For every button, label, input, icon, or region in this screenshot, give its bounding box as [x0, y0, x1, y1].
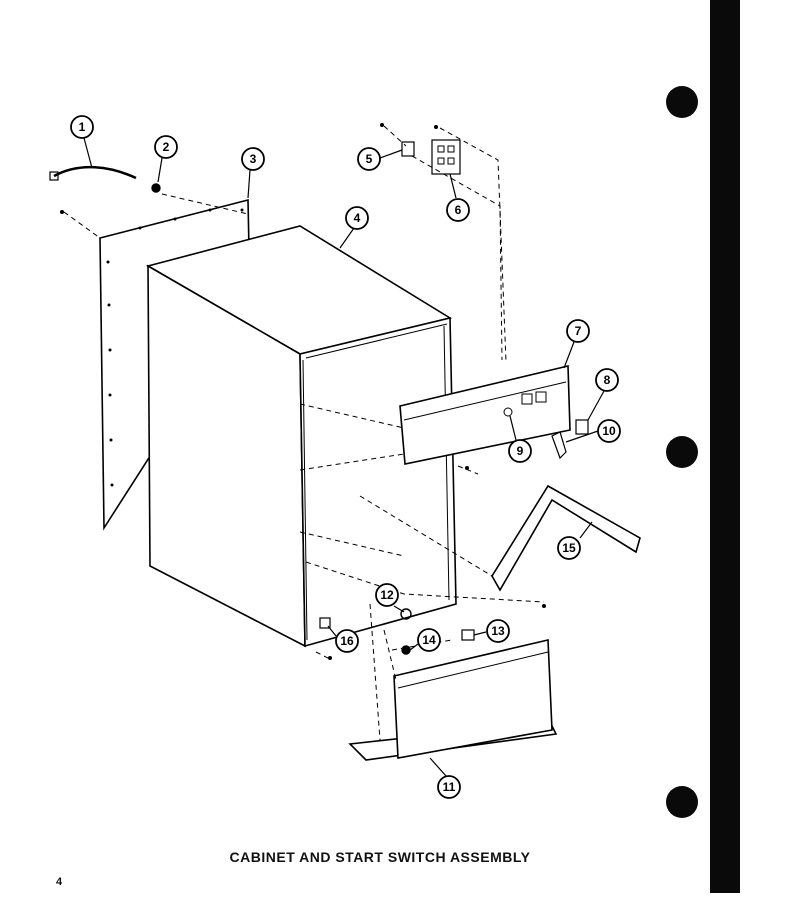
callout-15: 15: [557, 521, 593, 560]
callout-10: 10: [565, 419, 621, 443]
callout-3: 3: [241, 147, 265, 199]
cabinet-side: [299, 316, 457, 648]
switch-part-6: [431, 139, 461, 175]
svg-text:3: 3: [250, 152, 257, 166]
page-number: 4: [56, 876, 63, 888]
bracket-part-15: [491, 484, 641, 592]
svg-text:12: 12: [380, 588, 394, 602]
part-13: [461, 629, 475, 641]
control-panel: [399, 364, 571, 465]
svg-text:7: 7: [575, 324, 582, 338]
callout-5: 5: [357, 147, 403, 171]
callout-11: 11: [429, 757, 461, 799]
binder-hole-top: [666, 86, 698, 118]
callout-1: 1: [70, 115, 94, 169]
callout-6: 6: [446, 173, 470, 222]
bracket-part-5: [401, 141, 415, 157]
part-14: [401, 645, 411, 655]
page-edge-bar: [710, 0, 740, 893]
svg-text:9: 9: [517, 444, 524, 458]
switch-front-plate: [393, 639, 553, 759]
svg-text:1: 1: [79, 120, 86, 134]
part-8: [575, 419, 589, 435]
svg-text:14: 14: [422, 633, 436, 647]
svg-text:4: 4: [354, 211, 361, 225]
callout-13: 13: [473, 619, 510, 643]
binder-hole-bottom: [666, 786, 698, 818]
callout-8: 8: [587, 368, 619, 421]
svg-text:6: 6: [455, 203, 462, 217]
callout-7: 7: [563, 319, 590, 369]
part-10: [551, 431, 567, 460]
screws: [60, 123, 546, 660]
svg-text:10: 10: [602, 424, 616, 438]
callout-16: 16: [327, 625, 359, 653]
binder-hole-middle: [666, 436, 698, 468]
svg-text:2: 2: [163, 140, 170, 154]
power-cord: [53, 165, 137, 180]
part-16: [319, 617, 331, 629]
callout-9: 9: [508, 415, 532, 463]
svg-text:15: 15: [562, 541, 576, 555]
svg-text:16: 16: [340, 634, 354, 648]
diagram-caption: CABINET AND START SWITCH ASSEMBLY: [229, 849, 531, 865]
part-12: [400, 608, 412, 620]
svg-text:8: 8: [604, 373, 611, 387]
svg-text:13: 13: [491, 624, 505, 638]
back-panel-holes: [106, 208, 244, 487]
svg-text:5: 5: [366, 152, 373, 166]
callout-12: 12: [375, 583, 405, 613]
callouts: 1 2 3 4 5 6 7: [70, 115, 621, 799]
callout-2: 2: [154, 135, 178, 183]
callout-4: 4: [339, 206, 369, 249]
callout-14: 14: [409, 628, 441, 652]
grommet: [151, 183, 161, 193]
svg-text:11: 11: [443, 780, 456, 794]
